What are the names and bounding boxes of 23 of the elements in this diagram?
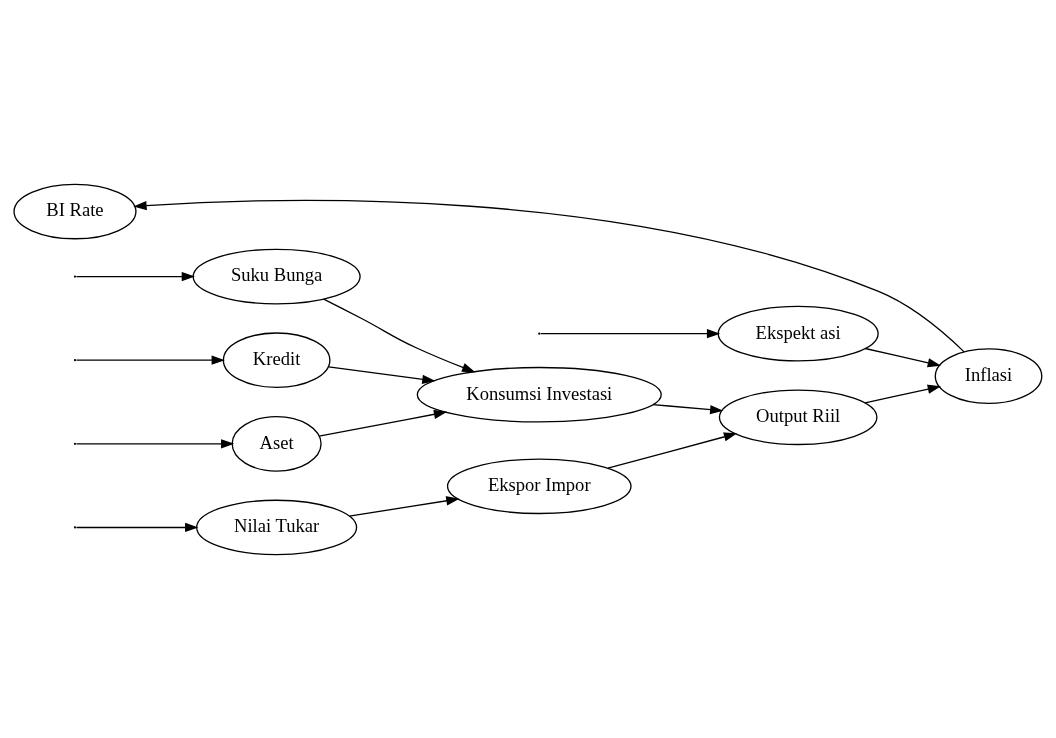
arrow: [540, 328, 721, 338]
arrow: [348, 495, 460, 517]
node-ellipse: BI Rate: [13, 183, 137, 239]
arrow: [652, 403, 724, 414]
arrow: [133, 199, 965, 353]
arrow: [75, 438, 235, 448]
node-ellipse: Inflasi: [934, 347, 1043, 404]
arrow: [323, 298, 476, 372]
arrow: [75, 355, 225, 365]
node-ellipse: Ekspekt asi: [717, 305, 879, 362]
arrow: [318, 409, 448, 437]
node-ellipse: Kredit: [222, 331, 331, 388]
arrow: [75, 271, 195, 281]
arrow: [864, 347, 941, 367]
node-ellipse: Aset: [231, 415, 322, 472]
arrow: [75, 522, 199, 532]
node-ellipse: Konsumsi Investasi: [416, 366, 662, 423]
node-ellipse: Output Riil: [718, 388, 878, 445]
arrow: [607, 431, 738, 469]
node-ellipse: Suku Bunga: [192, 248, 361, 304]
arrow: [328, 365, 436, 384]
node-ellipse: Nilai Tukar: [196, 499, 358, 555]
arrow: [864, 384, 941, 404]
